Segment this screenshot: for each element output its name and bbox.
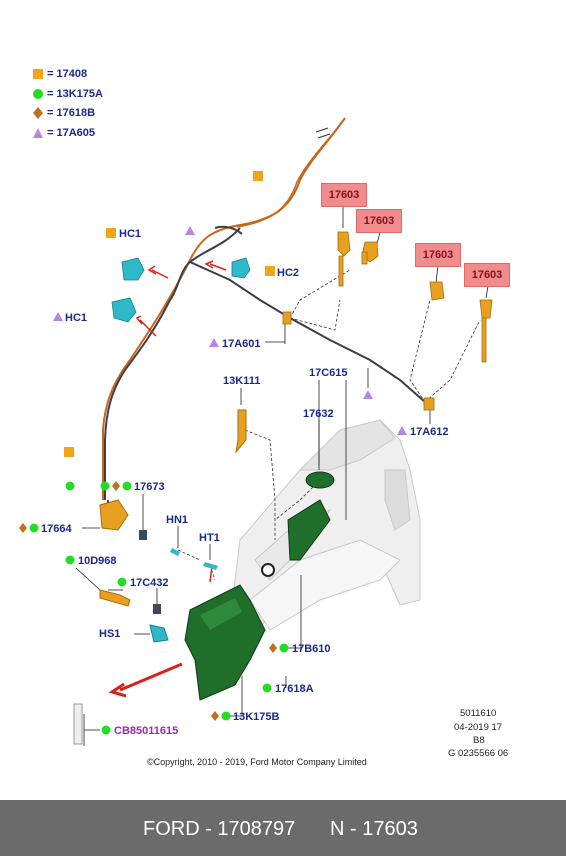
- callout-hc1[interactable]: HC1: [65, 312, 88, 324]
- callout-13k111[interactable]: 13K111: [223, 375, 261, 387]
- callout-17c432[interactable]: 17C432: [130, 577, 169, 589]
- callout-13k175b[interactable]: 13K175B: [233, 711, 280, 723]
- leader-lines: [75, 206, 489, 746]
- drawing-ref: G 0235566 06: [448, 748, 509, 759]
- washer-jets: [282, 231, 493, 411]
- callout-hc1[interactable]: HC1: [119, 228, 142, 240]
- legend-label: = 17408: [47, 68, 88, 80]
- highlight-part-17603[interactable]: 17603: [356, 209, 402, 233]
- footer-catalog-number: N - 17603: [330, 818, 418, 840]
- small-parts: [73, 409, 247, 745]
- drawing-date: 04-2019 17: [454, 722, 503, 733]
- copyright-text: ©Copyright, 2010 - 2019, Ford Motor Comp…: [147, 757, 367, 767]
- callout-hc2[interactable]: HC2: [277, 267, 300, 279]
- highlight-part-17603[interactable]: 17603: [464, 263, 510, 287]
- callout-hn1[interactable]: HN1: [166, 514, 189, 526]
- callout-17664[interactable]: 17664: [41, 523, 72, 535]
- callout-17c615[interactable]: 17C615: [309, 367, 348, 379]
- callout-cb85011615[interactable]: CB85011615: [114, 725, 179, 737]
- washer-reservoir: [184, 471, 335, 701]
- triangle-icon: [33, 127, 43, 138]
- diamond-icon: [33, 107, 43, 119]
- callout-17673[interactable]: 17673: [134, 481, 165, 493]
- circle-icon: [33, 88, 43, 99]
- direction-arrows: [108, 260, 227, 698]
- footer-bar: FORD - 1708797 N - 17603: [0, 800, 566, 856]
- callout-10d968[interactable]: 10D968: [78, 555, 117, 567]
- callout-17b610[interactable]: 17B610: [292, 643, 331, 655]
- legend-label: = 17618B: [47, 107, 96, 119]
- drawing-code: B8: [473, 735, 485, 746]
- callout-17618a[interactable]: 17618A: [275, 683, 314, 695]
- drawing-number: 5011610: [460, 708, 497, 719]
- callout-hs1[interactable]: HS1: [99, 628, 121, 640]
- legend-label: = 17A605: [47, 126, 96, 139]
- callout-17a612[interactable]: 17A612: [410, 426, 449, 438]
- footer-part-number: FORD - 1708797: [143, 818, 296, 840]
- hose-clips: [111, 257, 251, 323]
- square-icon: [33, 69, 43, 79]
- highlight-part-17603[interactable]: 17603: [321, 183, 367, 207]
- callout-17a601[interactable]: 17A601: [222, 338, 261, 350]
- diagram-artwork: [73, 117, 493, 746]
- callout-ht1[interactable]: HT1: [199, 532, 220, 544]
- legend-label: = 13K175A: [47, 87, 103, 100]
- washer-hoses: [102, 117, 426, 531]
- callout-17632[interactable]: 17632: [303, 408, 334, 420]
- highlight-part-17603[interactable]: 17603: [415, 243, 461, 267]
